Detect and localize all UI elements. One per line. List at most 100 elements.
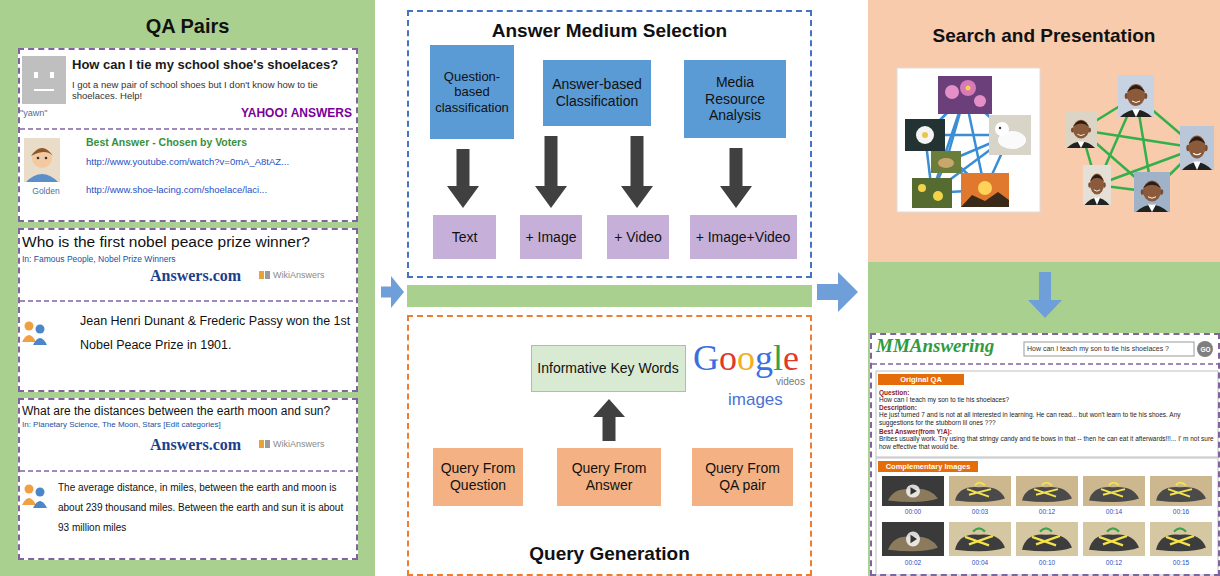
image-graph [960,80,976,96]
image-graph [938,158,954,168]
keyword-box: Informative Key Words [531,345,686,392]
wiki-icon [259,271,264,279]
avatar-icon [37,157,40,160]
node-text: 00:15 [1161,559,1201,567]
screen-chrome [876,371,1218,457]
image-graph [999,127,1001,129]
node-text: 00:02 [893,559,933,567]
divider-line [20,128,356,130]
card-ground [18,228,358,392]
screenshot-panel: MMAnsweringHow can I teach my son to tie… [870,333,1220,576]
people-icon [33,338,47,345]
people-icon [36,325,45,334]
node-text: Best Answer - Chosen by Voters [86,136,346,149]
node-text: In: Planetary Science, The Moon, Stars [… [22,420,356,430]
node-text: MMAnswering [876,336,1016,355]
divider-line [20,300,356,302]
link-band [407,285,812,307]
people-icon [22,498,36,505]
avatar-icon [32,148,52,168]
box-label: Answer-based Classification [547,76,647,110]
image-graph [945,85,959,99]
people-icon [33,501,47,508]
card-ground [18,48,358,222]
image-graph [933,191,943,201]
node-text: 00:00 [893,508,933,516]
image-graph [961,192,1009,207]
divider-line [20,470,356,472]
process-box: Answer-based Classification [543,60,651,126]
avatar-icon [31,148,53,156]
column-panel: QA PairsHow can I tie my school shoe's s… [0,0,375,576]
flow-arrow [593,399,625,441]
video-thumbnails [1150,522,1212,556]
box-label: Query From QA pair [696,460,789,494]
logo-text: Google [693,340,799,376]
box-label: Query From Question [437,460,519,494]
screen-chrome [872,363,1218,365]
node-text: http://www.shoe-lacing.com/shoelace/laci… [86,184,354,195]
node-text: Complementary Images [879,462,977,471]
qa-card: What are the distances between the earth… [18,398,358,560]
node-text: Who is the first nobel peace prize winne… [22,233,356,252]
screen-chrome [1024,342,1194,356]
node-text: YAHOO! ANSWERS [228,106,352,120]
node-text: Jean Henri Dunant & Frederic Passy won t… [80,310,352,358]
flow-arrow [621,136,653,208]
image-graph [918,184,926,192]
qa-card: Who is the first nobel peace prize winne… [18,228,358,392]
node-text: 00:12 [1027,508,1067,516]
box-label: Informative Key Words [536,360,681,377]
video-thumbnails [1016,522,1078,556]
image-graph [922,132,928,138]
node-text: 00:10 [1027,559,1067,567]
node-text: How can I tie my school shoe's shoelaces… [72,57,356,73]
query-box: Query From QA pair [692,448,793,506]
process-box: Media Resource Analysis [684,60,786,138]
node-text: Bribes usually work. Try using that stri… [879,435,1215,451]
screen-ground [870,333,1220,576]
people-icon [36,488,45,497]
panel-ground [0,0,375,576]
node-text: "yawn" [20,108,80,119]
node-text: Best Answer(from Y!A): [879,428,1039,436]
people-icon [25,322,34,331]
video-thumbnails [882,476,1212,556]
flow-arrow [720,148,752,208]
image-graph [938,76,992,114]
query-box: Query From Answer [557,448,661,506]
video-thumbnails [1083,522,1145,556]
medium-box: + Image+Video [690,215,797,259]
query-box: Query From Question [433,448,523,506]
image-graph [897,68,1040,212]
people-icon [25,485,34,494]
process-box: Question-based classification [430,45,514,139]
face-graph [1083,165,1111,205]
stage-frame: Answer Medium SelectionQuestion-based cl… [407,10,812,278]
avatar-icon [34,89,54,91]
image-graph [905,119,945,151]
qa-card: How can I tie my school shoe's shoelaces… [18,48,358,222]
node-text: The average distance, in miles, between … [58,478,354,538]
node-text: WikiAnswers [273,439,343,450]
box-label: Query From Answer [561,460,657,494]
wiki-icon [265,440,270,448]
box-label: Question-based classification [434,69,510,116]
box-label: + Image [524,229,578,246]
node-text: 00:16 [1161,508,1201,516]
avatar-icon [22,56,66,104]
image-graph [912,178,952,208]
image-graph [978,181,992,195]
node-text: 00:03 [960,508,1000,516]
screen-chrome [872,341,1218,575]
flow-arrow [447,149,479,208]
node-text: 00:12 [1094,559,1134,567]
face-graph [1065,112,1097,148]
avatar-icon [26,174,58,182]
node-text: Golden [20,186,72,196]
node-text: Description: [879,404,999,412]
medium-box: Text [433,215,496,259]
video-thumbnails [1016,476,1078,506]
image-graph [995,122,1009,136]
avatar-icon [50,72,54,78]
